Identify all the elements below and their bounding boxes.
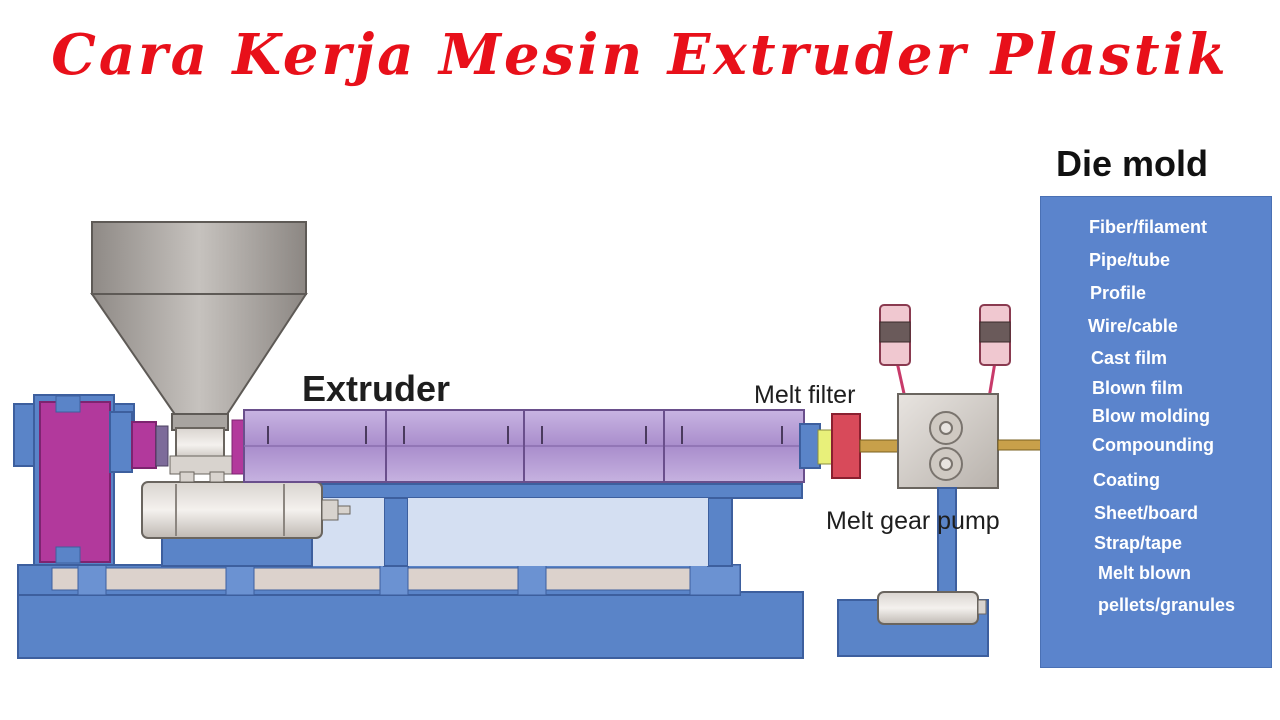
- base-frame: [17, 564, 804, 659]
- die-product-item: Blown film: [1092, 378, 1183, 398]
- melt-gear-pump: [837, 304, 1043, 657]
- heater-probe-right: [979, 304, 1011, 366]
- melt-filter-label: Melt filter: [754, 381, 856, 409]
- die-product-item: Pipe/tube: [1089, 250, 1171, 270]
- die-product-item: Profile: [1090, 283, 1147, 303]
- die-product-item: Sheet/board: [1094, 503, 1199, 523]
- die-product-item: Strap/tape: [1094, 533, 1183, 553]
- die-product-item: pellets/granules: [1098, 595, 1236, 615]
- die-product-item: Coating: [1093, 470, 1160, 490]
- extruder-barrel: [231, 409, 835, 483]
- gearbox: [141, 481, 351, 567]
- die-product-item: Cast film: [1091, 348, 1168, 368]
- drive-motor: [13, 394, 169, 566]
- heater-probe-left: [879, 304, 911, 366]
- melt-gear-pump-label: Melt gear pump: [826, 507, 1000, 535]
- die-product-item: Wire/cable: [1088, 316, 1178, 336]
- gear-icon: [929, 411, 963, 481]
- die-product-item: Fiber/filament: [1089, 217, 1208, 237]
- die-mold-panel: Fiber/filament Pipe/tube Profile Wire/ca…: [1040, 196, 1272, 668]
- extruder-label: Extruder: [302, 368, 451, 409]
- hopper: [90, 221, 308, 483]
- die-product-item: Compounding: [1092, 435, 1214, 455]
- page-title: Cara Kerja Mesin Extruder Plastik: [51, 22, 1229, 88]
- die-product-item: Blow molding: [1092, 406, 1210, 426]
- die-mold-label: Die mold: [1056, 143, 1209, 184]
- die-product-item: Melt blown: [1098, 563, 1191, 583]
- melt-filter: [831, 413, 901, 479]
